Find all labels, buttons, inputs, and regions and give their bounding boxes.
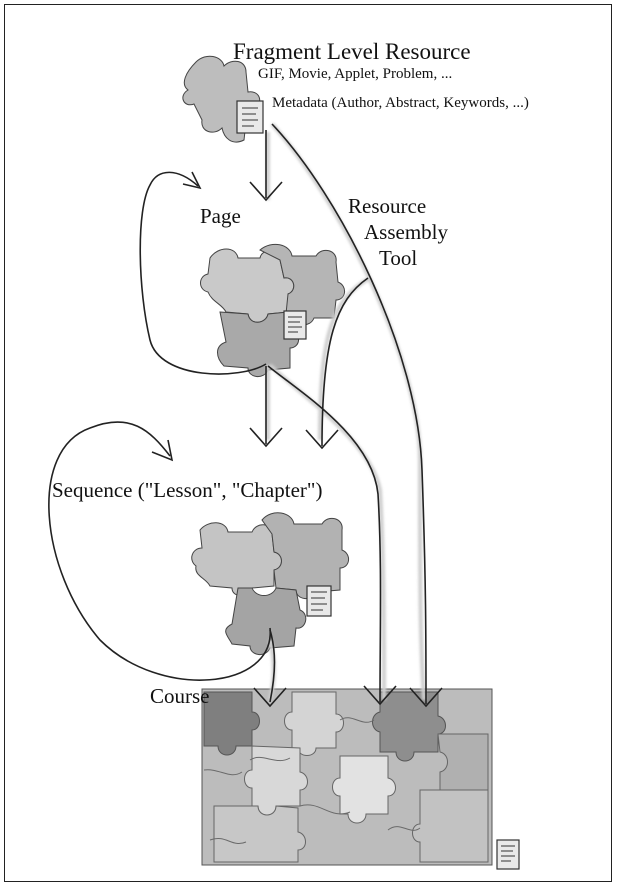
fragment-title: Fragment Level Resource	[233, 39, 471, 64]
fragment-metadata-doc-icon	[236, 100, 264, 134]
sequence-label: Sequence ("Lesson", "Chapter")	[52, 478, 323, 502]
arrow-page-to-course	[267, 365, 382, 703]
fragment-metadata-label: Metadata (Author, Abstract, Keywords, ..…	[272, 95, 529, 111]
arrow-sequence-to-course	[269, 629, 276, 703]
arrow-page-loop	[139, 171, 267, 375]
tool-label-line2: Assembly	[364, 220, 448, 244]
arrow-sequence-loop	[48, 421, 271, 681]
diagram-frame	[4, 4, 612, 882]
page-puzzle-cluster	[200, 243, 345, 377]
page-metadata-doc-icon	[283, 310, 307, 340]
sequence-metadata-doc-icon	[306, 585, 332, 617]
sequence-puzzle-cluster	[191, 512, 349, 655]
arrow-tool-to-sequence	[321, 277, 369, 447]
tool-label-line1: Resource	[348, 194, 427, 218]
fragment-types: GIF, Movie, Applet, Problem, ...	[258, 66, 453, 82]
course-label: Course	[150, 684, 210, 708]
flow-arrows	[48, 123, 443, 708]
page-label: Page	[200, 204, 241, 228]
course-metadata-doc-icon	[496, 839, 520, 870]
tool-label-line3: Tool	[379, 246, 418, 270]
arrow-fragment-to-course	[271, 123, 427, 705]
course-puzzle-board	[201, 688, 493, 866]
